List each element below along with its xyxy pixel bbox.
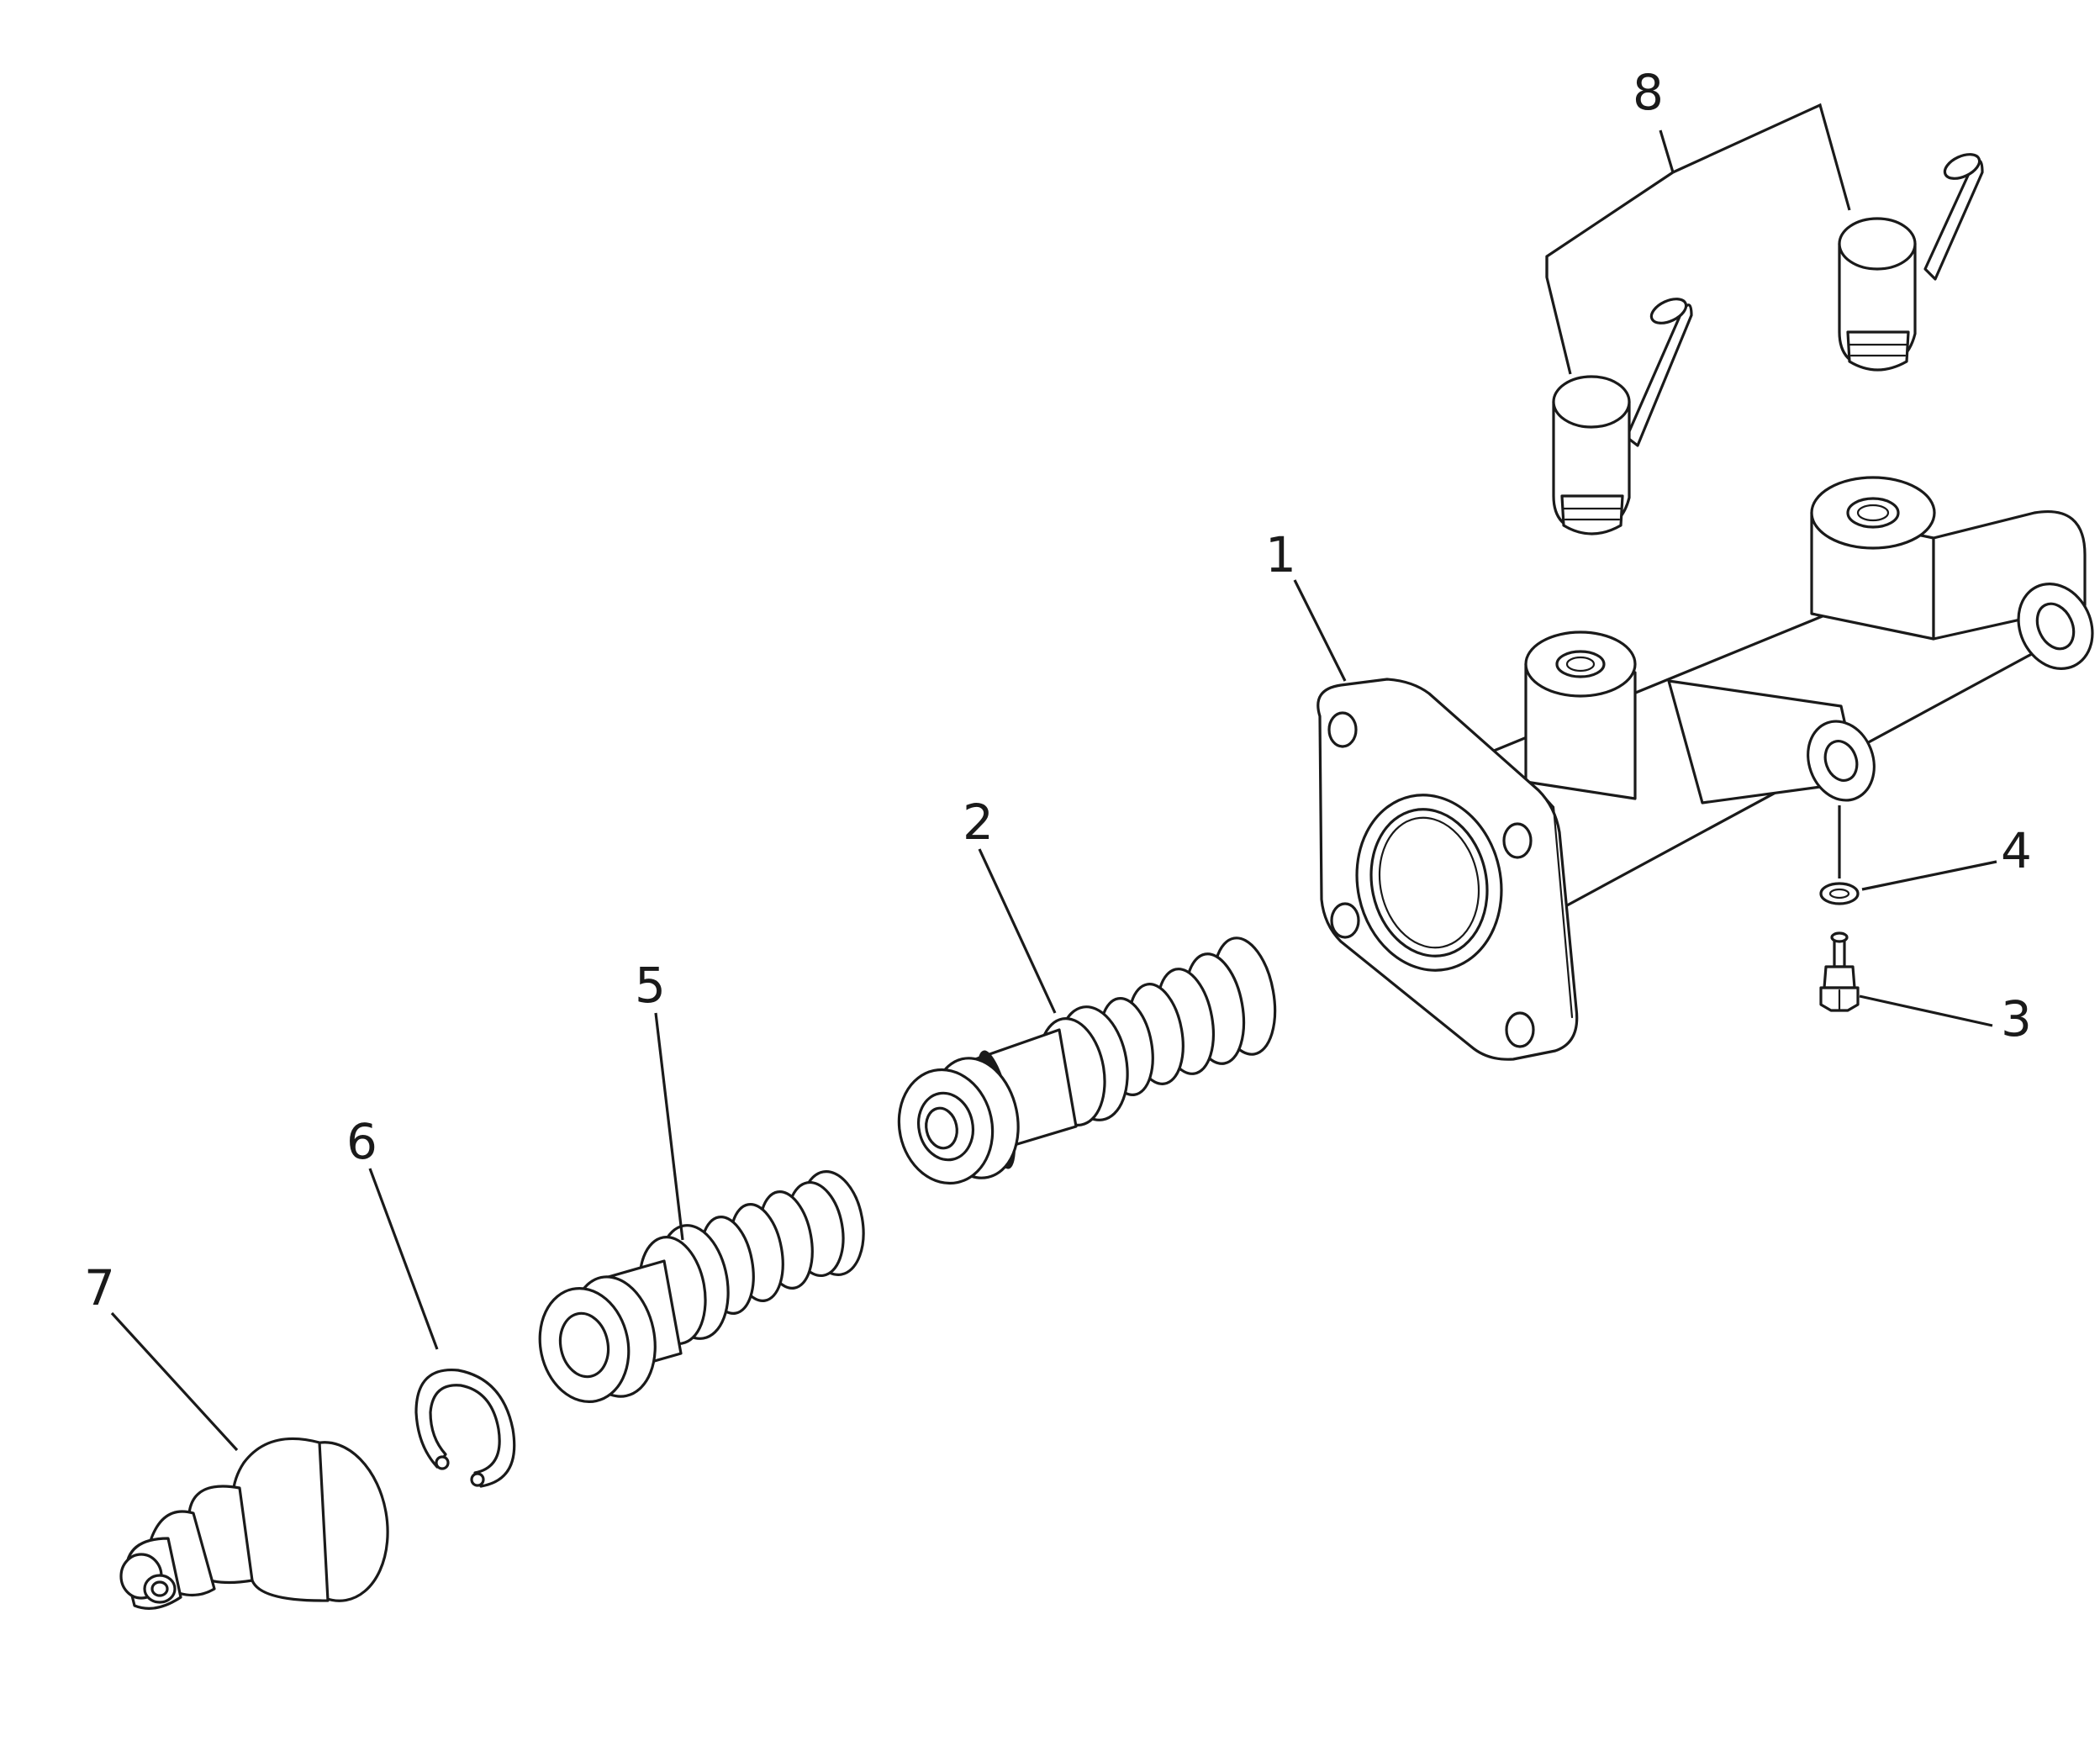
part-1-cylinder-body (1316, 476, 2094, 1061)
leader-1 (1293, 579, 1347, 682)
part-5-secondary-piston (538, 1170, 865, 1403)
callout-8: 8 (1633, 64, 1664, 121)
part-3-bleeder-screw (1819, 931, 1860, 1012)
leader-7 (110, 1311, 239, 1452)
leader-8-stem (1659, 129, 1675, 173)
part-2-primary-piston (897, 936, 1277, 1185)
part-8-connector-right (1838, 153, 1984, 372)
leader-2 (978, 848, 1057, 1014)
part-7-dust-boot (119, 1437, 389, 1610)
callout-3: 3 (2001, 990, 2032, 1047)
callout-5: 5 (635, 957, 666, 1014)
part-4-washer (1819, 882, 1860, 905)
callout-labels: 8 1 2 4 3 5 6 7 (84, 64, 2032, 1316)
leader-8 (1545, 171, 1674, 375)
leader-8-right (1672, 103, 1851, 211)
leader-6 (368, 1168, 439, 1350)
callout-1: 1 (1265, 526, 1296, 583)
leader-lines (110, 103, 1997, 1452)
leader-5 (654, 1012, 684, 1241)
callout-7: 7 (84, 1259, 115, 1316)
callout-4: 4 (2001, 822, 2032, 879)
callout-6: 6 (346, 1113, 377, 1170)
callout-2: 2 (963, 794, 994, 851)
leader-3 (1859, 994, 1993, 1027)
leader-4 (1861, 860, 1997, 891)
part-8-connector-left (1552, 298, 1693, 535)
part-6-snap-ring (414, 1369, 516, 1488)
